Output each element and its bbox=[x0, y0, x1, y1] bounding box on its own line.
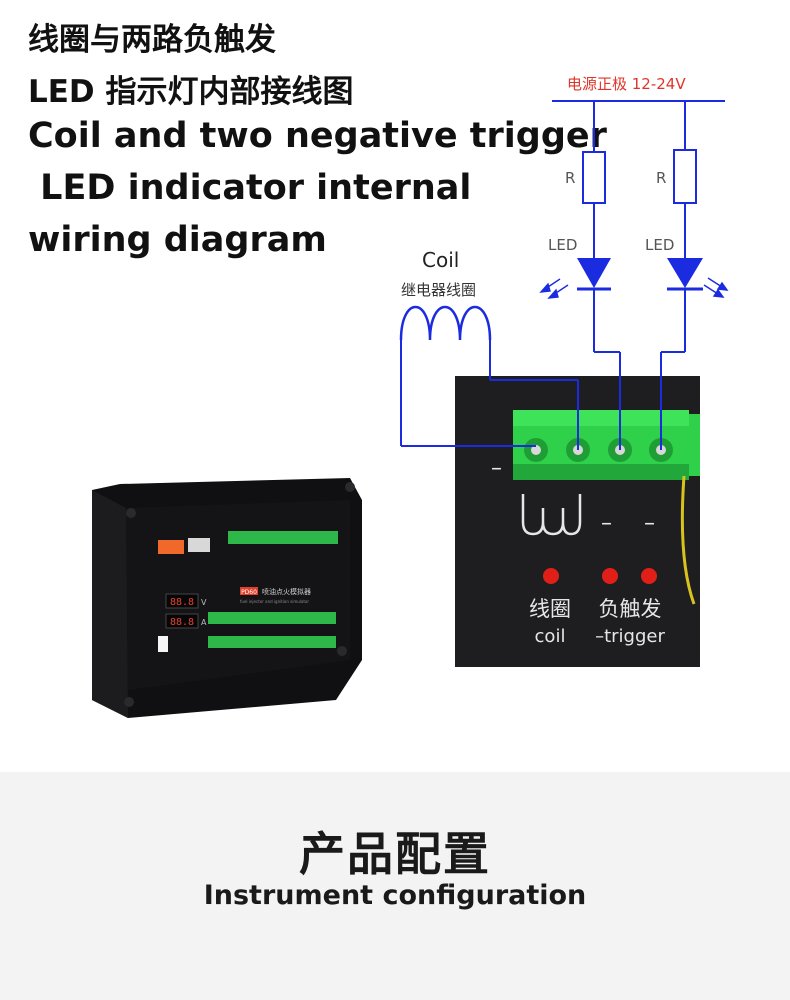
coil-label: Coil bbox=[422, 248, 459, 272]
heading-en-line-3: wiring diagram bbox=[28, 220, 327, 260]
power-positive-label: 电源正极 12-24V bbox=[567, 75, 686, 93]
coil-cn-label: 继电器线圈 bbox=[401, 281, 476, 299]
board-dash-trigger-1: – bbox=[601, 511, 612, 536]
section-title-en: Instrument configuration bbox=[203, 880, 587, 911]
terminal-block bbox=[513, 410, 689, 480]
resistor-2 bbox=[673, 149, 697, 204]
led-branch-2: R LED bbox=[645, 101, 729, 450]
led-dot-trigger-1 bbox=[602, 568, 618, 584]
yellow-wire bbox=[680, 475, 696, 605]
coil-symbol-icon bbox=[399, 306, 492, 341]
board-dash-left: – bbox=[491, 456, 502, 481]
board-coil-label-cn: 线圈 bbox=[529, 597, 571, 621]
orange-connector bbox=[158, 540, 184, 554]
terminal-strip-top bbox=[228, 531, 338, 544]
product-badge: PD60 bbox=[241, 589, 257, 596]
led-1-label: LED bbox=[548, 236, 577, 254]
board-trigger-label-cn: 负触发 bbox=[599, 597, 662, 621]
led-1-light-arrows-icon bbox=[539, 278, 569, 299]
voltage-readout: 88.8 bbox=[170, 597, 194, 608]
board-trigger-label-en: –trigger bbox=[595, 626, 665, 647]
board-coil-label-en: coil bbox=[535, 626, 566, 647]
heading-en-line-1: Coil and two negative trigger bbox=[28, 116, 607, 156]
led-diode-1 bbox=[577, 258, 611, 288]
product-title-cn: 喷油点火模拟器 bbox=[262, 587, 311, 596]
terminal-strip-bottom bbox=[208, 636, 336, 648]
unit-amp: A bbox=[201, 618, 207, 627]
terminal-strip-middle bbox=[208, 612, 336, 624]
resistor-1-label: R bbox=[565, 169, 575, 187]
led-dot-coil bbox=[543, 568, 559, 584]
box-face bbox=[126, 500, 350, 690]
heading-en-line-2: LED indicator internal bbox=[28, 168, 472, 208]
product-box: PD60 喷油点火模拟器 fuel injector and ignition … bbox=[92, 478, 362, 718]
heading-cn-line-2: LED 指示灯内部接线图 bbox=[28, 74, 354, 110]
led-dot-trigger-2 bbox=[641, 568, 657, 584]
section-title-cn: 产品配置 bbox=[299, 827, 491, 881]
led-2-label: LED bbox=[645, 236, 674, 254]
product-title-en: fuel injector and ignition simulator bbox=[240, 599, 309, 604]
resistor-2-label: R bbox=[656, 169, 666, 187]
board-coil-symbol bbox=[521, 494, 582, 536]
board-dash-trigger-2: – bbox=[644, 511, 655, 536]
voltage-display bbox=[165, 593, 199, 609]
schematic: 电源正极 12-24V R LED bbox=[399, 75, 729, 450]
power-switch bbox=[158, 636, 168, 652]
current-display bbox=[165, 613, 199, 629]
unit-volt: V bbox=[201, 598, 207, 607]
led-2-light-arrows-icon bbox=[703, 277, 729, 298]
heading-cn-line-1: 线圈与两路负触发 bbox=[28, 22, 276, 58]
led-branch-1: R LED bbox=[539, 101, 621, 450]
relay-coil: Coil 继电器线圈 bbox=[399, 248, 579, 450]
resistor-1 bbox=[582, 151, 606, 204]
configuration-section bbox=[0, 772, 790, 1000]
current-readout: 88.8 bbox=[170, 617, 194, 628]
led-diode-2 bbox=[667, 258, 703, 288]
